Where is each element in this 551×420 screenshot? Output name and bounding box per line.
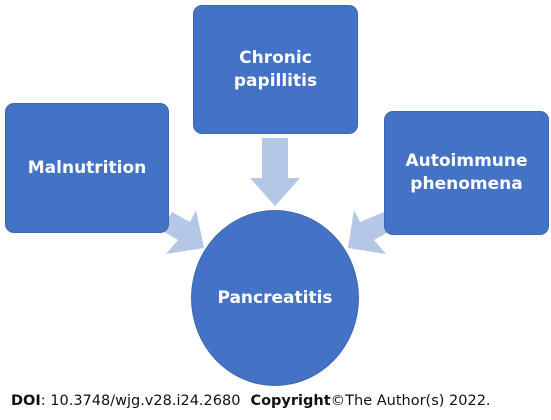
- node-pancreatitis-label: Pancreatitis: [217, 287, 333, 308]
- node-malnutrition: Malnutrition: [5, 103, 169, 233]
- node-autoimmune-phenomena: Autoimmune phenomena: [384, 111, 549, 235]
- copyright-label: Copyright: [250, 393, 331, 409]
- arrow-malnutrition-to-pancreatitis: [161, 210, 204, 254]
- arrow-autoimmune-to-pancreatitis: [348, 210, 392, 254]
- node-chronic-papillitis-label: Chronic papillitis: [233, 47, 318, 91]
- doi-value: : 10.3748/wjg.v28.i24.2680: [40, 393, 241, 409]
- node-malnutrition-label: Malnutrition: [27, 157, 147, 178]
- copyright-value: ©The Author(s) 2022.: [330, 393, 491, 409]
- doi-label: DOI: [11, 393, 41, 409]
- node-chronic-papillitis: Chronic papillitis: [193, 5, 358, 134]
- node-autoimmune-phenomena-label: Autoimmune phenomena: [405, 151, 528, 194]
- node-pancreatitis: Pancreatitis: [191, 210, 359, 386]
- citation-footer: DOI : 10.3748/wjg.v28.i24.2680 Copyright…: [11, 393, 491, 415]
- arrow-chronic-to-pancreatitis: [250, 138, 300, 206]
